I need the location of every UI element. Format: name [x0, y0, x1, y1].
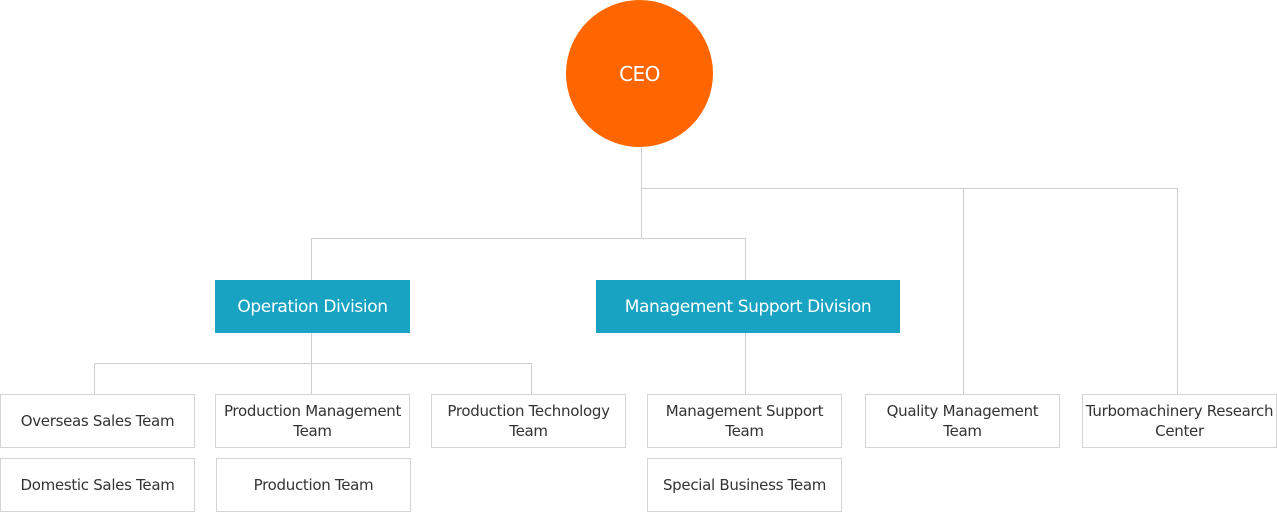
connector-to-management-support	[745, 238, 746, 280]
production-management-team-label: Production Management Team	[223, 402, 402, 440]
production-management-team-node: Production Management Team	[215, 394, 410, 448]
ceo-node: CEO	[566, 0, 713, 147]
production-team-label: Production Team	[253, 476, 374, 494]
connector-to-prod-tech	[531, 363, 532, 394]
domestic-sales-team-label: Domestic Sales Team	[20, 476, 175, 494]
domestic-sales-team-node: Domestic Sales Team	[0, 458, 195, 512]
management-support-team-label: Management Support Team	[665, 402, 824, 440]
management-support-division-node: Management Support Division	[596, 280, 900, 333]
operation-division-label: Operation Division	[237, 296, 388, 317]
production-technology-team-node: Production Technology Team	[431, 394, 626, 448]
turbomachinery-research-center-label: Turbomachinery Research Center	[1085, 402, 1274, 440]
quality-management-team-label: Quality Management Team	[886, 402, 1039, 440]
connector-mgmt-support-down	[745, 333, 746, 394]
connector-to-quality	[963, 188, 964, 394]
management-support-division-label: Management Support Division	[624, 296, 872, 317]
quality-management-team-node: Quality Management Team	[865, 394, 1060, 448]
connector-to-operation	[311, 238, 312, 280]
production-technology-team-label: Production Technology Team	[447, 402, 610, 440]
overseas-sales-team-node: Overseas Sales Team	[0, 394, 195, 448]
operation-division-node: Operation Division	[215, 280, 410, 333]
connector-division-branch	[311, 238, 746, 239]
connector-to-overseas	[94, 363, 95, 394]
overseas-sales-team-label: Overseas Sales Team	[20, 412, 175, 430]
connector-top-branch	[641, 188, 1178, 189]
connector-operation-branch	[94, 363, 532, 364]
connector-ceo-down	[641, 147, 642, 238]
connector-to-research	[1177, 188, 1178, 394]
management-support-team-node: Management Support Team	[647, 394, 842, 448]
turbomachinery-research-center-node: Turbomachinery Research Center	[1082, 394, 1277, 448]
production-team-node: Production Team	[216, 458, 411, 512]
ceo-label: CEO	[619, 61, 660, 86]
special-business-team-node: Special Business Team	[647, 458, 842, 512]
special-business-team-label: Special Business Team	[662, 476, 827, 494]
